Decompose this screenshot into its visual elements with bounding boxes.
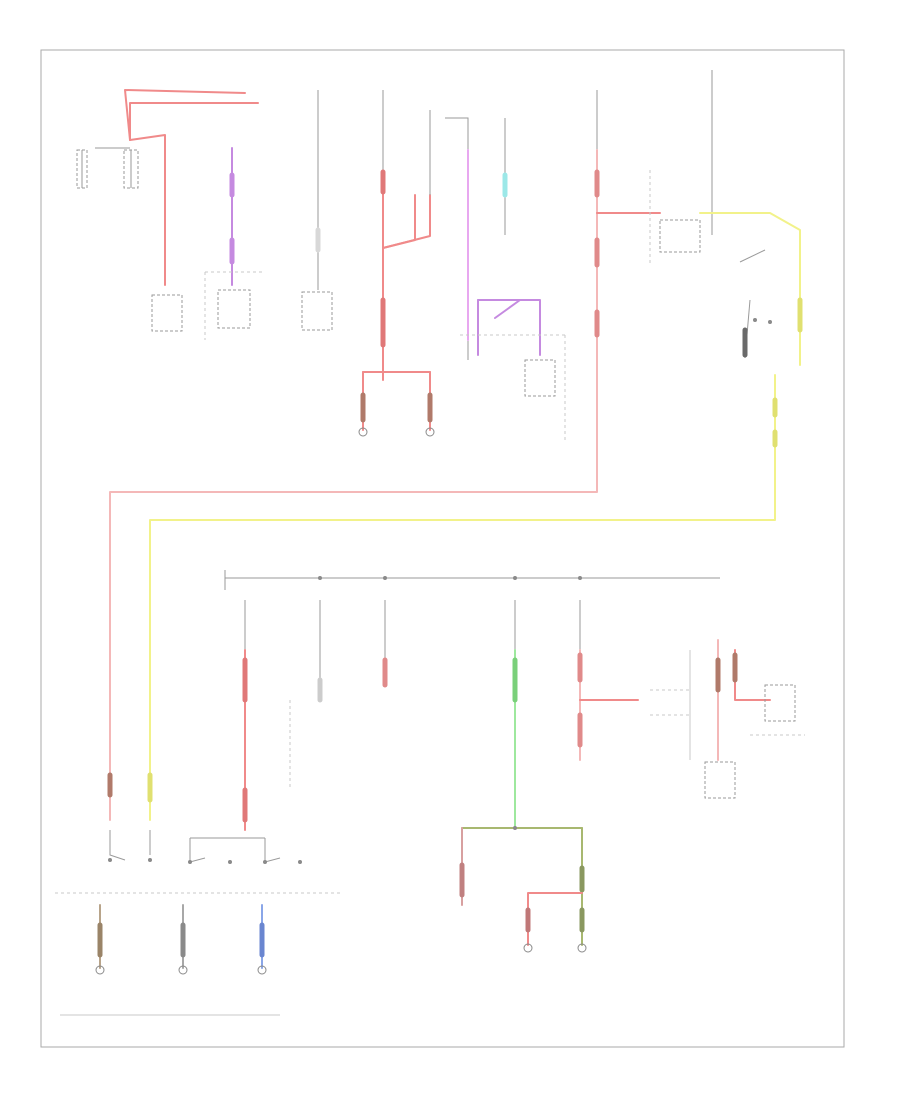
ignition-relay-area bbox=[649, 70, 803, 366]
bottom-center-junction bbox=[459, 826, 587, 953]
ignition-switch-row bbox=[55, 830, 340, 894]
trailer-fuse-column bbox=[577, 600, 690, 761]
yellow-main-feed bbox=[147, 374, 778, 821]
relay-block-circuit bbox=[445, 117, 566, 440]
starter-component bbox=[151, 294, 183, 332]
battery-feed-wire bbox=[95, 89, 259, 286]
battery-left bbox=[76, 149, 88, 189]
bottom-section bbox=[55, 600, 805, 1016]
ignition-outputs bbox=[60, 904, 280, 1016]
purple-circuit bbox=[204, 147, 265, 340]
fuse-bus bbox=[224, 570, 720, 590]
diagram-frame bbox=[40, 49, 845, 1048]
battery-right bbox=[123, 149, 139, 189]
alternator-circuit bbox=[301, 90, 333, 331]
top-section bbox=[76, 70, 803, 821]
red-column-circuit bbox=[358, 90, 435, 437]
pink-main-feed bbox=[107, 90, 661, 821]
red-switch-feed bbox=[242, 600, 291, 831]
right-relay-group bbox=[689, 639, 805, 799]
